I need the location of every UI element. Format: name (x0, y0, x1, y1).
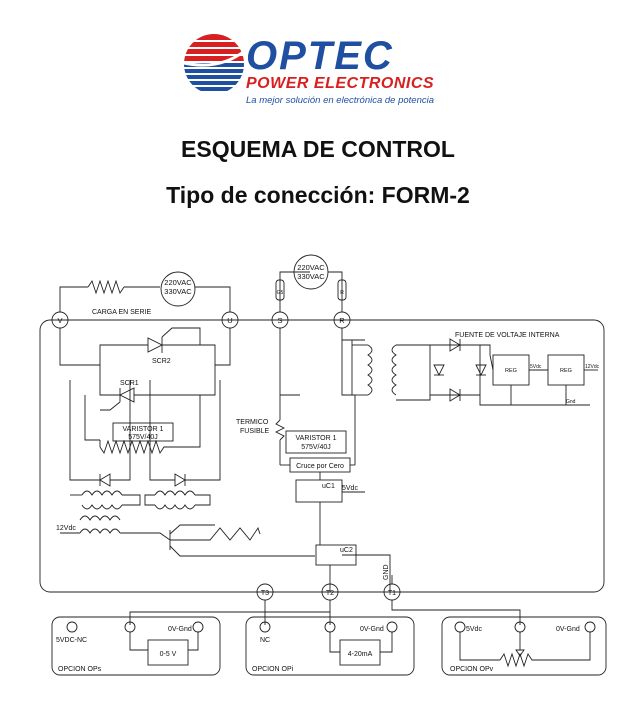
fuse-r (337, 279, 347, 301)
load-resistor (87, 279, 125, 295)
reg2-label: REG (560, 368, 572, 374)
opi-name: OPCION OPi (252, 666, 294, 673)
source-right-line2: 330VAC (297, 272, 325, 281)
terminal-s: S (277, 316, 282, 325)
source-left-line1: 220VAC (164, 278, 192, 287)
reg1-label: REG (505, 368, 517, 374)
opv-left: 5Vdc (466, 626, 482, 633)
gnd-label: GND (383, 564, 390, 580)
psu-coil-2 (391, 344, 397, 396)
varistor-right-spec: 575V/40J (301, 444, 331, 451)
psu-coil-1 (367, 344, 373, 396)
scr2-symbol (147, 337, 164, 353)
terminal-v: V (57, 316, 62, 325)
load-label: CARGA EN SERIE (92, 309, 151, 316)
opi-right: 0V-Gnd (360, 626, 384, 633)
uc1-supply: 5Vdc (342, 485, 358, 492)
scr2-label: SCR2 (152, 358, 171, 365)
brand-tagline: La mejor solución en electrónica de pote… (246, 95, 435, 106)
fuse-s (275, 279, 285, 301)
scr1-label: SCR1 (120, 380, 139, 387)
terminal-u: U (227, 316, 232, 325)
opcion-ops-frame (51, 616, 221, 676)
opv-right: 0V-Gnd (556, 626, 580, 633)
source-left-circle (160, 271, 196, 307)
reg1-out: 5Vdc (530, 364, 542, 370)
source-left-line2: 330VAC (164, 287, 192, 296)
fuse-s-label: G5 (277, 290, 284, 296)
ops-right: 0V-Gnd (168, 626, 192, 633)
cruce-label: Cruce por Cero (296, 463, 344, 470)
opcion-opv-frame (441, 616, 607, 676)
coil-right-a (154, 490, 196, 496)
opi-left: NC (260, 637, 270, 644)
source-right-line1: 220VAC (297, 263, 325, 272)
brand-subtitle: POWER ELECTRONICS (246, 75, 435, 92)
coil-left-b (81, 504, 123, 510)
brand-name: OPTEC (246, 34, 394, 78)
ops-name: OPCION OPs (58, 666, 102, 673)
psu-gnd: Gnd (566, 399, 576, 405)
fuse-r-label: R (340, 290, 344, 296)
company-logo (179, 34, 247, 94)
uc1-label: uC1 (322, 483, 335, 490)
page-title: ESQUEMA DE CONTROL (181, 136, 455, 162)
uc2-label: uC2 (340, 547, 353, 554)
psu-title: FUENTE DE VOLTAJE INTERNA (455, 332, 560, 339)
terminal-r: R (339, 316, 345, 325)
scr1-symbol (118, 387, 135, 403)
ops-box: 0-5 V (160, 651, 177, 658)
reg2-out: 12Vdc (585, 364, 600, 370)
main-frame (39, 319, 605, 593)
varistor-left-name: VARISTOR 1 (123, 426, 164, 433)
thermal-fuse (274, 419, 286, 441)
varistor-right-name: VARISTOR 1 (296, 435, 337, 442)
v12-label: 12Vdc (56, 525, 76, 532)
fusible-label: FUSIBLE (240, 428, 270, 435)
connection-type: Tipo de conección: FORM-2 (166, 182, 470, 208)
terminal-t1: T1 (388, 590, 396, 597)
varistor-left-spec: 575V/40J (128, 434, 158, 441)
terminal-t3: T3 (261, 590, 269, 597)
termico-label: TERMICO (236, 419, 269, 426)
opv-name: OPCION OPv (450, 666, 494, 673)
coil-right-b (154, 504, 196, 510)
ops-left: 5VDC-NC (56, 637, 87, 644)
opi-box: 4-20mA (348, 651, 373, 658)
terminal-t2: T2 (326, 590, 334, 597)
coil-left-a (81, 490, 123, 496)
